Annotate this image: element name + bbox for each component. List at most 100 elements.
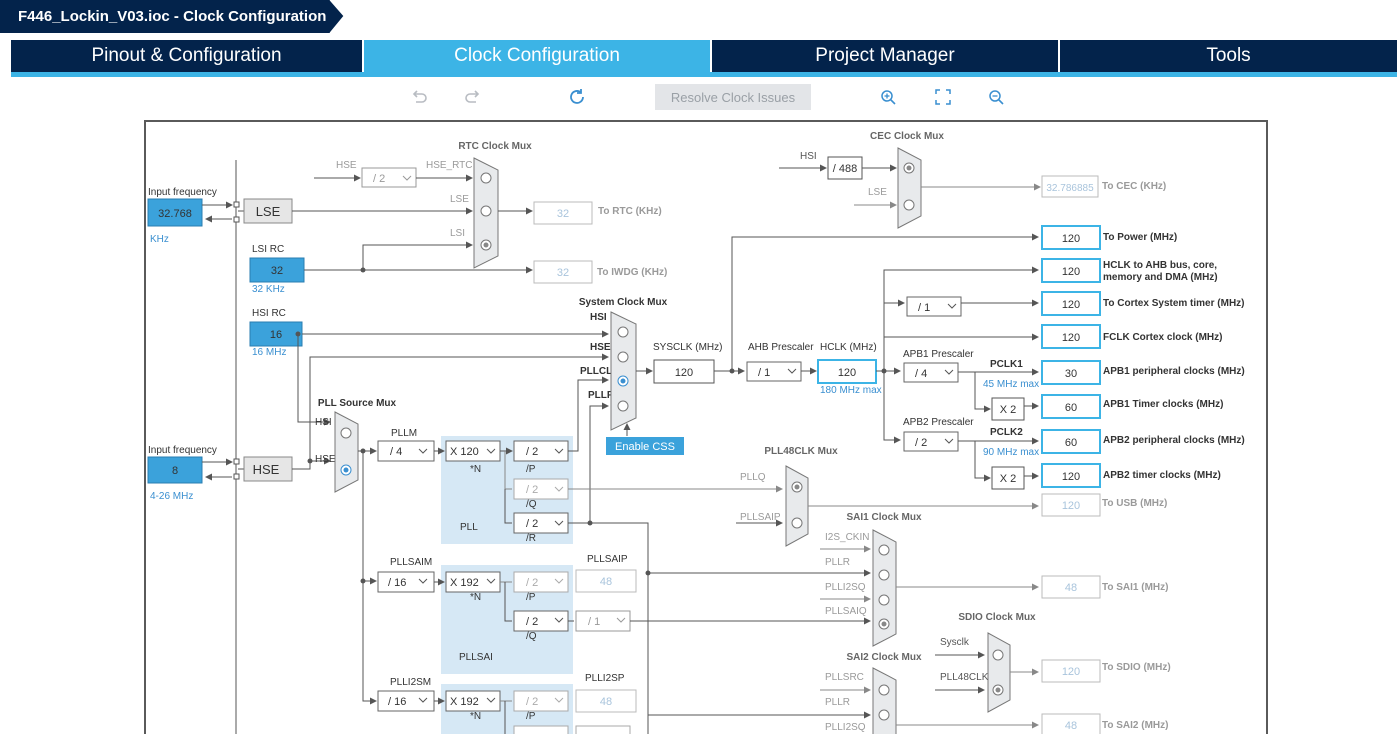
sai1-option-3[interactable] xyxy=(878,594,890,606)
pllsaim-label: PLLSAIM xyxy=(390,557,432,568)
pll48clk-mux-title: PLL48CLK Mux xyxy=(764,446,838,457)
pllsai-name: PLLSAI xyxy=(459,652,493,663)
pllp-select[interactable] xyxy=(513,440,569,462)
pllr-to-sai-wire xyxy=(590,522,649,734)
hclk-ahb-output-label-2: memory and DMA (MHz) xyxy=(1103,272,1218,283)
rtc-mux-lsi-label: LSI xyxy=(450,228,465,239)
chevron-down-icon xyxy=(418,578,428,584)
hsi-value: 16 xyxy=(270,329,282,341)
apb1-timer-output-label: APB1 Timer clocks (MHz) xyxy=(1103,399,1223,410)
pll-source-option-hsi[interactable] xyxy=(340,427,352,439)
hsi-to-pllsrc-wire xyxy=(297,334,331,426)
sdio-output-value: 120 xyxy=(1062,666,1080,678)
sai2-option-1[interactable] xyxy=(878,684,890,696)
sai1-option-2[interactable] xyxy=(878,569,890,581)
radio-selected-dot xyxy=(483,242,489,248)
redo-icon[interactable] xyxy=(462,86,484,108)
apb1-prescaler-value: / 4 xyxy=(915,368,927,380)
junction xyxy=(645,570,651,576)
chevron-down-icon xyxy=(486,448,496,454)
enable-css-button[interactable] xyxy=(606,437,684,455)
plli2sq-divider-select[interactable] xyxy=(575,725,631,734)
sai1-in4-label: PLLSAIQ xyxy=(825,606,867,617)
fit-to-screen-icon[interactable] xyxy=(932,86,954,108)
plli2sm-value: / 16 xyxy=(388,696,406,708)
sai2-option-2[interactable] xyxy=(878,709,890,721)
pllr-label: /R xyxy=(526,533,536,544)
cec-mux-option-lse[interactable] xyxy=(903,199,915,211)
lsi-field xyxy=(249,257,305,283)
zoom-out-icon[interactable] xyxy=(985,86,1007,108)
rtc-mux-option-hse[interactable] xyxy=(480,172,492,184)
refresh-icon[interactable] xyxy=(566,86,588,108)
apb2-timer-output-label: APB2 timer clocks (MHz) xyxy=(1103,470,1221,481)
pllsain-value: X 192 xyxy=(450,577,479,589)
sdio-in2-label: PLL48CLK xyxy=(940,672,989,683)
usb-output-value: 120 xyxy=(1062,500,1080,512)
hclk-to-apb2-wire xyxy=(883,371,901,444)
power-output-label: To Power (MHz) xyxy=(1103,232,1177,243)
apb2-multiplier-value: X 2 xyxy=(1000,473,1017,485)
sysmux-option-hse[interactable] xyxy=(617,351,629,363)
lsi-value: 32 xyxy=(271,265,283,277)
chevron-down-icon xyxy=(418,697,428,703)
apb2-prescaler-value: / 2 xyxy=(915,437,927,449)
tab-tools[interactable]: Tools xyxy=(1206,45,1251,66)
pll-source-hse-label: HSE xyxy=(315,454,336,465)
chevron-down-icon xyxy=(554,617,564,623)
apb2-timer-wire xyxy=(974,441,991,482)
sysmux-option-pllr[interactable] xyxy=(617,400,629,412)
tab-pinout-configuration[interactable]: Pinout & Configuration xyxy=(91,45,282,66)
plli2sp-select[interactable] xyxy=(513,690,569,712)
ahb-prescaler-label: AHB Prescaler xyxy=(748,342,814,353)
usb-output-label: To USB (MHz) xyxy=(1102,498,1167,509)
resolve-clock-issues-button[interactable]: Resolve Clock Issues xyxy=(655,84,811,110)
sdio-option-sysclk[interactable] xyxy=(992,649,1004,661)
apb2-periph-output-value: 60 xyxy=(1065,437,1077,449)
rtc-mux-option-lse[interactable] xyxy=(480,205,492,217)
cortex-output-label: To Cortex System timer (MHz) xyxy=(1103,298,1245,309)
pllq-select[interactable] xyxy=(513,478,569,500)
pll48-pllq-label: PLLQ xyxy=(740,472,766,483)
sai2-output-label: To SAI2 (MHz) xyxy=(1102,720,1168,731)
rtc-divider-select[interactable] xyxy=(361,167,417,188)
plli2sm-label: PLLI2SM xyxy=(390,677,431,688)
lse-unit: KHz xyxy=(150,234,169,245)
hclk-ahb-output-value: 120 xyxy=(1062,266,1080,278)
system-clock-mux xyxy=(610,311,637,431)
hse-input-field[interactable] xyxy=(147,456,203,484)
sdio-clock-mux xyxy=(987,632,1011,713)
tab-separator xyxy=(1058,40,1060,72)
hsi-label: HSI RC xyxy=(252,308,286,319)
pll48-option-pllsaip[interactable] xyxy=(791,517,803,529)
sai1-mux-title: SAI1 Clock Mux xyxy=(846,512,921,523)
hse-input-label: Input frequency xyxy=(148,445,217,456)
tab-project-manager[interactable]: Project Manager xyxy=(815,45,955,66)
sai1-output-label: To SAI1 (MHz) xyxy=(1102,582,1168,593)
chevron-down-icon xyxy=(554,486,564,492)
rtc-mux-hse-label: HSE xyxy=(336,160,357,171)
pllsaip-out-label: PLLSAIP xyxy=(587,554,628,565)
lsi-unit: 32 KHz xyxy=(252,284,285,295)
zoom-in-icon[interactable] xyxy=(877,86,899,108)
hclk-ahb-output-box xyxy=(1041,258,1101,283)
chevron-down-icon xyxy=(944,438,954,444)
chevron-down-icon xyxy=(616,617,626,623)
lsi-to-rtc-wire xyxy=(362,241,473,270)
pllr-select[interactable] xyxy=(513,512,569,534)
pllsaip-value: / 2 xyxy=(526,577,538,589)
hse-block xyxy=(243,456,293,482)
fclk-output-value: 120 xyxy=(1062,332,1080,344)
cec-output-label: To CEC (KHz) xyxy=(1102,181,1166,192)
plli2sq-select[interactable] xyxy=(513,725,569,734)
hse-to-sysmux-wire xyxy=(292,353,609,470)
sai1-option-1[interactable] xyxy=(878,544,890,556)
junction xyxy=(307,458,313,464)
undo-icon[interactable] xyxy=(408,86,430,108)
tab-clock-configuration[interactable]: Clock Configuration xyxy=(364,40,710,72)
cortex-divider-select[interactable] xyxy=(906,296,962,317)
pllsaip-select[interactable] xyxy=(513,571,569,593)
clock-diagram-canvas: Input frequency 32.768 KHz LSE LSI RC 32… xyxy=(144,120,1268,734)
lse-input-field[interactable] xyxy=(147,198,203,227)
sysmux-option-hsi[interactable] xyxy=(617,326,629,338)
